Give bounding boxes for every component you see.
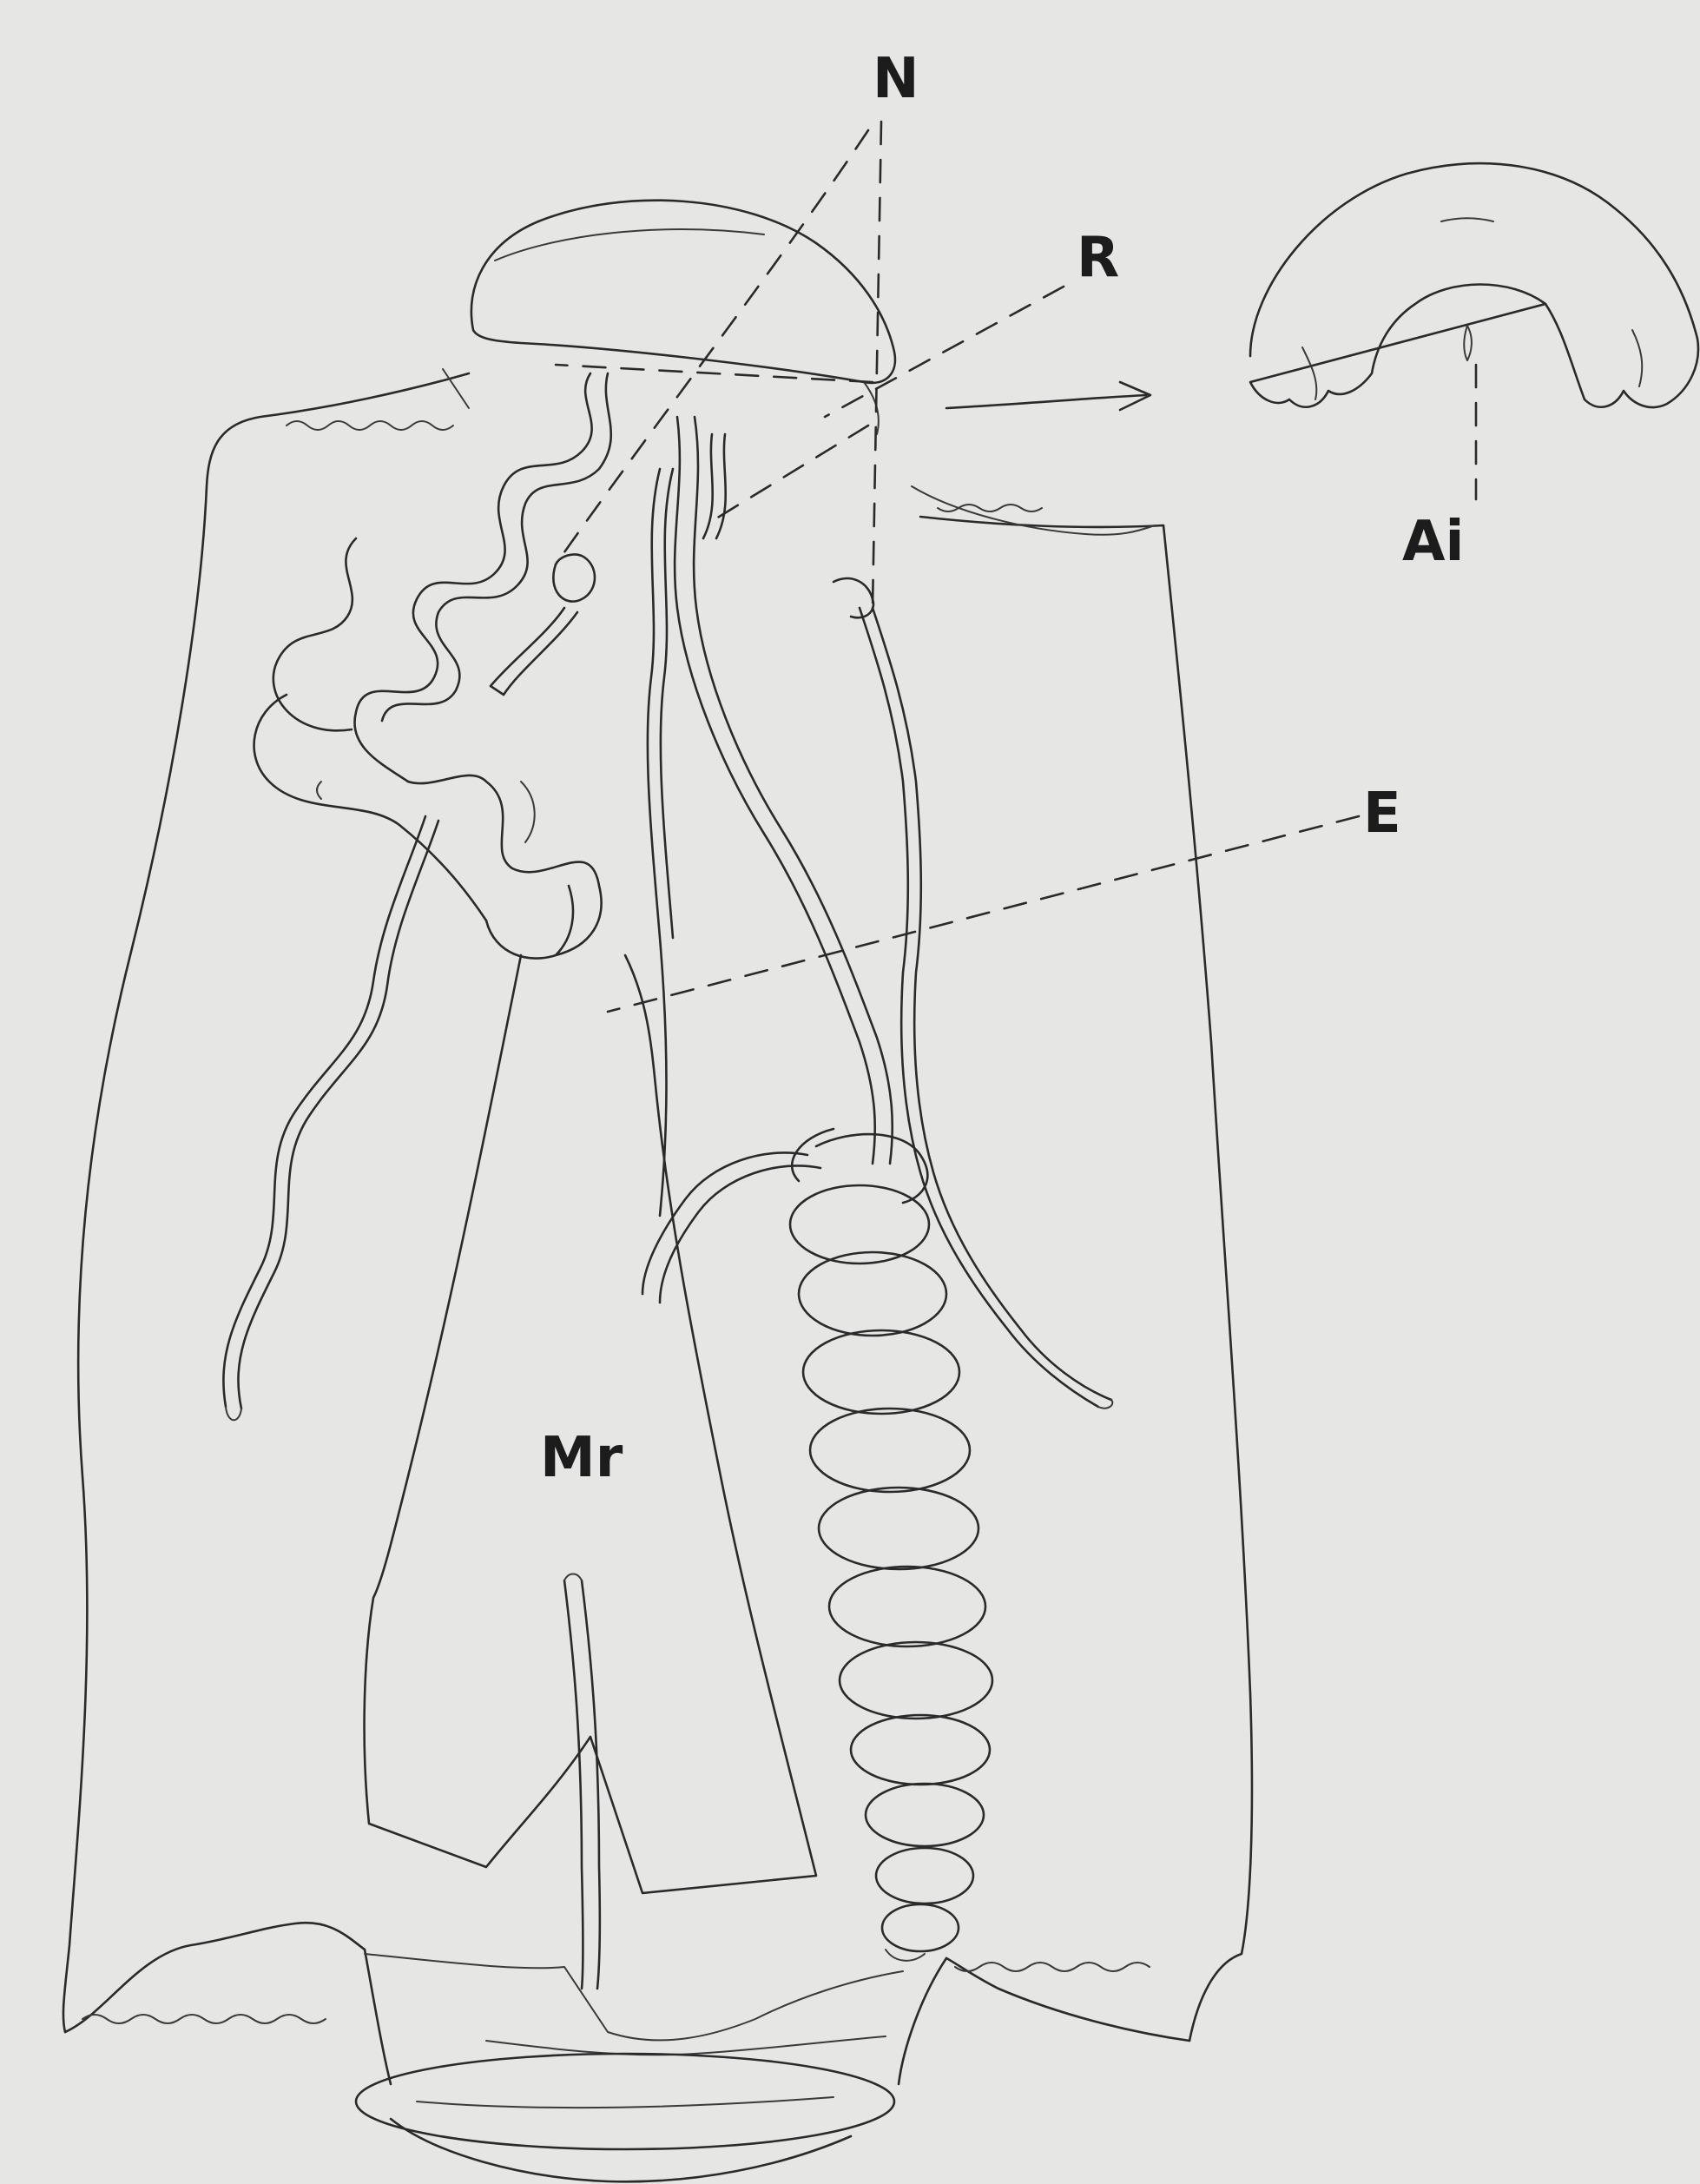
head-cap [471, 201, 895, 434]
direction-arrow [946, 382, 1150, 410]
base-structures [356, 1950, 946, 2181]
leader-e [608, 816, 1359, 1012]
body-wall [63, 369, 1252, 2041]
label-n: N [873, 47, 919, 111]
leader-r-2 [556, 365, 873, 382]
leader-n-vertical [873, 122, 881, 608]
label-e: E [1363, 782, 1401, 846]
label-mr: Mr [540, 1426, 623, 1490]
label-ai: Ai [1402, 510, 1464, 574]
segmented-organ [642, 1129, 992, 1961]
leader-r [825, 287, 1064, 417]
central-tubes [648, 417, 893, 1216]
inset-arch [1250, 163, 1698, 407]
label-r: R [1077, 226, 1119, 290]
leader-r-3 [712, 426, 868, 521]
coiled-tube [254, 373, 611, 959]
left-duct [223, 816, 438, 1420]
